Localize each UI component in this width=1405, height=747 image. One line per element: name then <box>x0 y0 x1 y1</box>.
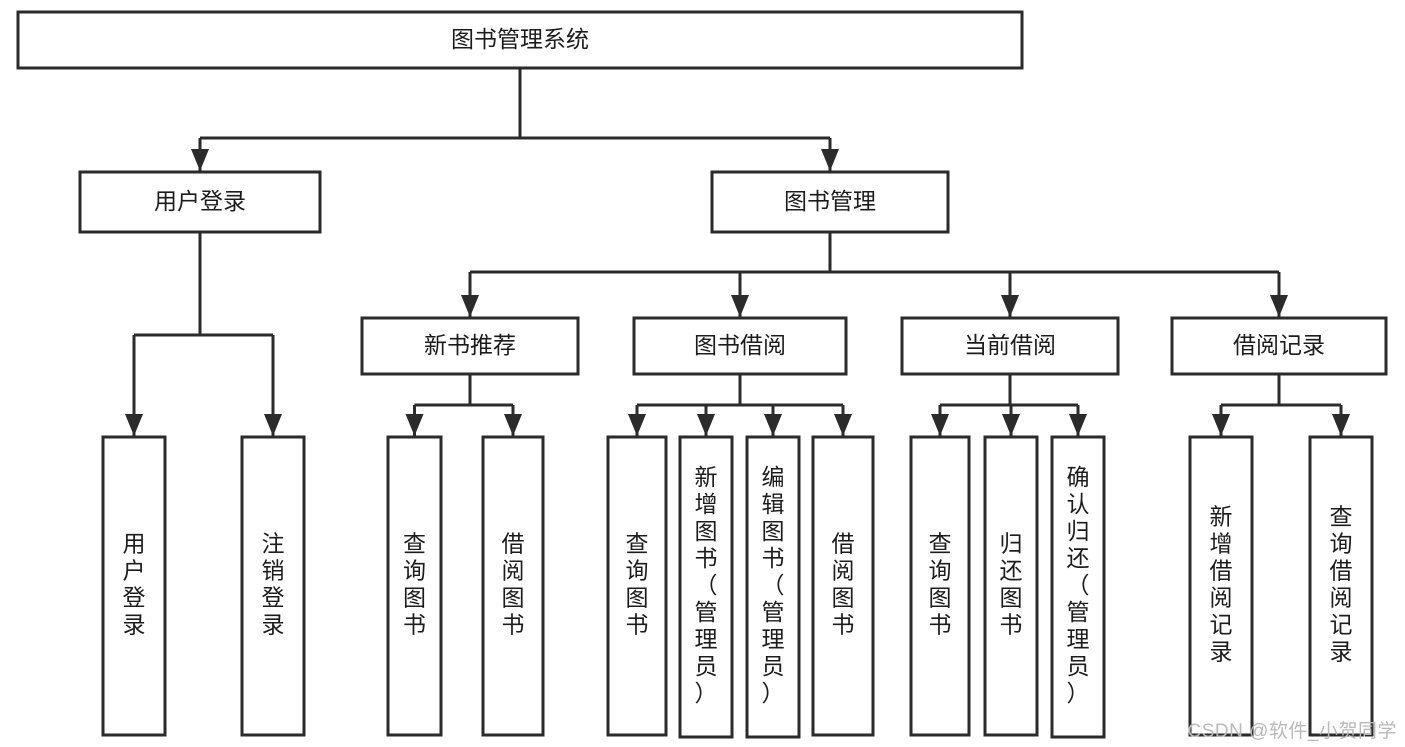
arrow-head-icon <box>504 414 522 436</box>
leaf-node-leaf-query-book-recommend[interactable]: 查询图书 <box>386 435 443 737</box>
node-rect <box>16 10 1024 70</box>
arrow-head-icon <box>125 414 143 436</box>
node-rect <box>78 170 322 234</box>
leaf-node-leaf-edit-book[interactable]: 编辑图书（管理员） <box>745 435 801 739</box>
node-rect <box>606 435 668 737</box>
level2-node-borrow-record[interactable]: 借阅记录 <box>1170 316 1388 376</box>
leaf-node-leaf-confirm-return[interactable]: 确认归还（管理员） <box>1050 435 1106 739</box>
arrow-head-icon <box>1069 414 1087 436</box>
level1-node-user-login[interactable]: 用户登录 <box>78 170 322 234</box>
node-rect <box>678 435 734 739</box>
node-label: 新增借阅记录 <box>1210 504 1233 665</box>
node-rect <box>1188 435 1254 737</box>
node-label: 当前借阅 <box>964 332 1056 358</box>
node-label: 查询图书 <box>929 531 952 638</box>
connector-group-new-book-recommend <box>405 374 522 436</box>
node-label: 用户登录 <box>154 188 246 214</box>
leaf-node-leaf-query-book-current[interactable]: 查询图书 <box>909 435 971 737</box>
node-rect <box>360 316 580 376</box>
node-label: 图书借阅 <box>694 332 786 358</box>
node-rect <box>710 170 950 234</box>
node-rect <box>101 435 167 737</box>
leaf-node-leaf-add-borrow-record[interactable]: 新增借阅记录 <box>1188 435 1254 737</box>
node-label: 确认归还（管理员） <box>1067 464 1090 706</box>
arrow-head-icon <box>1332 414 1350 436</box>
leaf-node-leaf-add-book[interactable]: 新增图书（管理员） <box>678 435 734 739</box>
leaf-node-leaf-borrow-book-recommend[interactable]: 借阅图书 <box>481 435 545 737</box>
arrow-head-icon <box>1001 295 1019 317</box>
connector-group-current-borrow <box>931 374 1087 436</box>
arrow-head-icon <box>405 414 424 436</box>
node-label: 用户登录 <box>123 531 146 638</box>
node-label: 借阅图书 <box>502 531 525 638</box>
node-rect <box>900 316 1120 376</box>
node-rect <box>1308 435 1374 737</box>
node-rect <box>240 435 306 737</box>
arrow-head-icon <box>1002 414 1020 436</box>
node-label: 图书管理 <box>784 188 876 214</box>
node-label: 借阅图书 <box>832 531 855 638</box>
node-label: 查询图书 <box>626 531 649 638</box>
connector-group-book-borrow <box>628 374 852 436</box>
node-rect <box>745 435 801 739</box>
node-rect <box>1170 316 1388 376</box>
node-label: 注销登录 <box>262 531 285 638</box>
arrow-head-icon <box>764 414 782 436</box>
leaf-node-leaf-query-book-borrow[interactable]: 查询图书 <box>606 435 668 737</box>
node-layer: 图书管理系统用户登录图书管理新书推荐图书借阅当前借阅借阅记录用户登录注销登录查询… <box>16 10 1388 739</box>
leaf-node-leaf-logout[interactable]: 注销登录 <box>240 435 306 737</box>
arrow-head-icon <box>834 414 852 436</box>
arrow-head-icon <box>628 414 646 436</box>
level1-node-book-manage[interactable]: 图书管理 <box>710 170 950 234</box>
node-label: 查询借阅记录 <box>1330 504 1353 665</box>
connector-group-book-manage <box>461 232 1288 317</box>
connector-group-root <box>191 68 839 171</box>
root-node-root[interactable]: 图书管理系统 <box>16 10 1024 70</box>
arrow-head-icon <box>264 414 282 436</box>
node-rect <box>386 435 443 737</box>
node-rect <box>909 435 971 737</box>
node-label: 归还图书 <box>1000 531 1023 638</box>
node-label: 新增图书（管理员） <box>695 464 718 706</box>
node-label: 借阅记录 <box>1233 332 1325 358</box>
node-label: 图书管理系统 <box>451 26 589 52</box>
leaf-node-leaf-query-borrow-record[interactable]: 查询借阅记录 <box>1308 435 1374 737</box>
node-label: 查询图书 <box>403 531 426 638</box>
leaf-node-leaf-return-book[interactable]: 归还图书 <box>983 435 1039 737</box>
connector-group-user-login <box>125 232 282 436</box>
arrow-head-icon <box>1270 295 1288 317</box>
arrow-head-icon <box>191 149 209 171</box>
leaf-node-leaf-user-login[interactable]: 用户登录 <box>101 435 167 737</box>
leaf-node-leaf-borrow-book[interactable]: 借阅图书 <box>811 435 875 737</box>
arrow-head-icon <box>931 414 949 436</box>
arrow-head-icon <box>731 295 749 317</box>
node-rect <box>632 316 848 376</box>
level2-node-book-borrow[interactable]: 图书借阅 <box>632 316 848 376</box>
connector-layer <box>125 68 1350 436</box>
level2-node-current-borrow[interactable]: 当前借阅 <box>900 316 1120 376</box>
arrow-head-icon <box>1212 414 1230 436</box>
node-rect <box>983 435 1039 737</box>
node-rect <box>1050 435 1106 739</box>
node-rect <box>481 435 545 737</box>
node-label: 新书推荐 <box>424 332 516 358</box>
node-rect <box>811 435 875 737</box>
arrow-head-icon <box>697 414 715 436</box>
level2-node-new-book-recommend[interactable]: 新书推荐 <box>360 316 580 376</box>
arrow-head-icon <box>461 295 479 317</box>
connector-group-borrow-record <box>1212 374 1350 436</box>
arrow-head-icon <box>821 149 839 171</box>
node-label: 编辑图书（管理员） <box>762 464 785 706</box>
